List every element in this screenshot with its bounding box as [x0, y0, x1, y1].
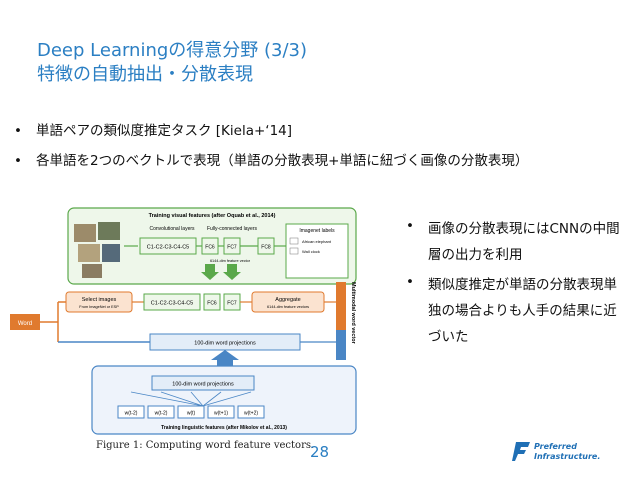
- word-proj-inner-text: 100-dim word projections: [172, 382, 234, 388]
- multimodal-label: Multimodal word vector: [350, 282, 356, 345]
- conv-block-top-text: C1-C2-C3-C4-C5: [147, 245, 189, 251]
- page-number: 28: [310, 443, 330, 461]
- company-logo: Preferred Infrastructure.: [512, 440, 632, 464]
- word-input: [10, 314, 40, 330]
- fc-label: Fully-connected layers: [207, 226, 258, 232]
- right-bullet-2: • 類似度推定が単語の分散表現単独の場合よりも人手の結果に近づいた: [406, 272, 628, 350]
- context-word-box: [117, 405, 145, 419]
- context-word: w(t-2): [125, 411, 138, 417]
- aggregate-text: Aggregate: [275, 297, 300, 303]
- aggregate-sub: 6144-dim feature vectors: [267, 305, 309, 309]
- right-bullet-1: • 画像の分散表現にはCNNの中間層の出力を利用: [406, 216, 628, 268]
- context-word-box: [147, 405, 175, 419]
- context-words: w(t-2) w(t-2) w(t) w(t+1) w(t+2): [117, 405, 265, 419]
- fc6-mid: [203, 293, 221, 311]
- conv-block-mid: [143, 293, 201, 311]
- bullet-dot: •: [406, 218, 414, 234]
- bullet-dot: •: [14, 153, 22, 169]
- logo-mark-icon: [512, 442, 530, 461]
- conv-block-mid-text: C1-C2-C3-C4-C5: [151, 301, 193, 307]
- fc8-top-text: FC8: [261, 245, 271, 251]
- word-proj-text: 100-dim word projections: [194, 341, 256, 347]
- select-images-sub: From ImageNet or ESP: [79, 305, 119, 309]
- word-input-text: Word: [18, 321, 32, 327]
- label-2: Wall clock: [302, 249, 320, 254]
- bullet-1: • 単語ペアの類似度推定タスク [Kiela+‘14]: [14, 121, 293, 141]
- bullet-text: 画像の分散表現にはCNNの中間層の出力を利用: [428, 221, 620, 263]
- slide-title-line1: Deep Learningの得意分野 (3/3): [37, 40, 308, 61]
- conv-label: Convolutional layers: [149, 226, 195, 232]
- bullet-dot: •: [406, 274, 414, 290]
- ling-box-title: Training linguistic features (after Miko…: [161, 425, 287, 431]
- bullet-2: • 各単語を2つのベクトルで表現（単語の分散表現+単語に紐づく画像の分散表現）: [14, 151, 529, 171]
- bullet-text: 単語ペアの類似度推定タスク [Kiela+‘14]: [36, 123, 293, 139]
- select-images-text: Select images: [82, 297, 117, 303]
- logo-line2: Infrastructure.: [534, 452, 601, 461]
- fc6-top-text: FC6: [205, 245, 215, 251]
- label-1: African elephant: [302, 239, 332, 244]
- visual-box-title: Training visual features (after Oquab et…: [149, 213, 276, 219]
- word-feature-figure: Training visual features (after Oquab et…: [10, 207, 357, 435]
- fc6-mid-text: FC6: [207, 301, 217, 307]
- multimodal-visual-part: [336, 282, 346, 330]
- bullet-text: 類似度推定が単語の分散表現単独の場合よりも人手の結果に近づいた: [428, 277, 617, 345]
- figure-caption: Figure 1: Computing word feature vectors…: [96, 440, 315, 451]
- context-word: w(t+1): [214, 411, 228, 417]
- logo-line1: Preferred: [534, 442, 577, 451]
- context-word-box: [237, 405, 265, 419]
- dim-note: 6144-dim feature vector: [210, 259, 251, 263]
- context-word: w(t+2): [244, 411, 258, 417]
- context-word: w(t-2): [155, 411, 168, 417]
- word-proj-inner-box: [151, 375, 255, 391]
- sample-images: [74, 222, 120, 278]
- bullet-dot: •: [14, 123, 22, 139]
- bullet-text: 各単語を2つのベクトルで表現（単語の分散表現+単語に紐づく画像の分散表現）: [36, 153, 529, 169]
- context-word: w(t): [187, 411, 196, 417]
- fc7-top-text: FC7: [227, 245, 237, 251]
- context-word-box: [207, 405, 235, 419]
- context-word-box: [177, 405, 205, 419]
- multimodal-word-part: [336, 330, 346, 360]
- fc7-mid-text: FC7: [227, 301, 237, 307]
- slide-title-line2: 特徴の自動抽出・分散表現: [37, 64, 253, 85]
- imagenet-label: Imagenet labels: [299, 228, 335, 234]
